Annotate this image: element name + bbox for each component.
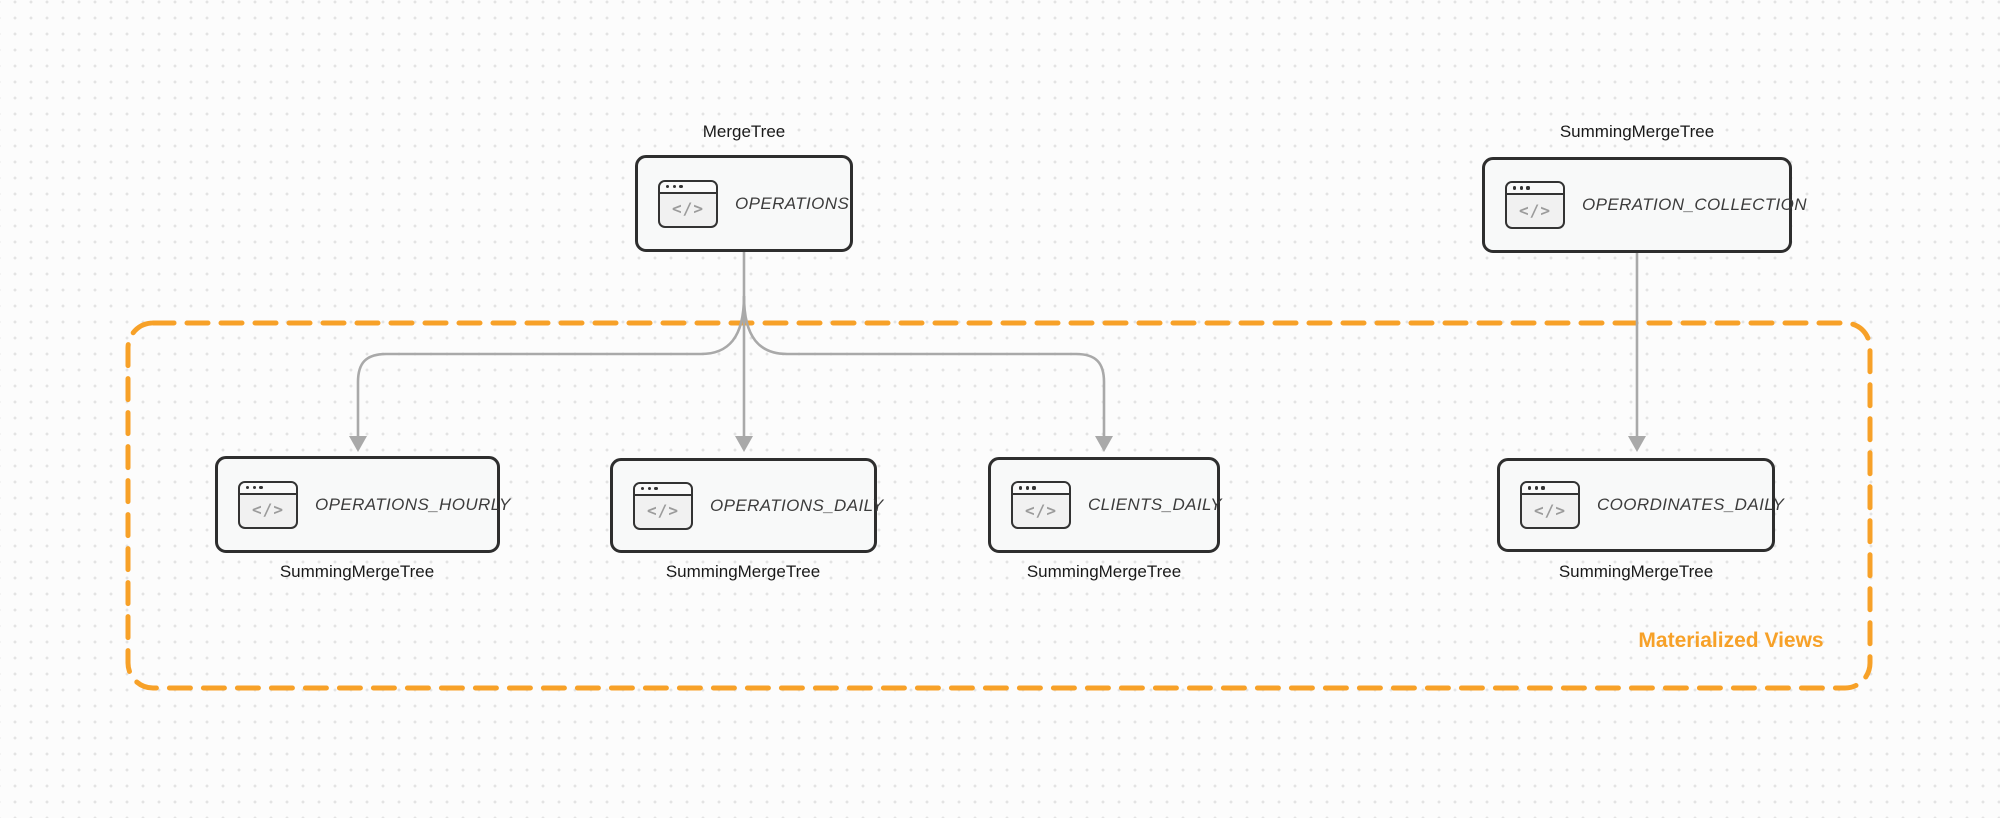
arrowhead-operations-daily (735, 436, 753, 452)
table-name-clients-daily: CLIENTS_DAILY (1088, 495, 1223, 514)
code-window-icon: </> (238, 480, 298, 529)
engine-label-operations: MergeTree (702, 122, 786, 141)
window-dots (1522, 483, 1578, 495)
code-window-icon: </> (1505, 181, 1565, 229)
window-dots (1013, 483, 1069, 495)
arrowhead-coordinates-daily (1628, 436, 1646, 452)
code-glyph: </> (672, 199, 704, 218)
edge-operations-to-clients-daily (742, 295, 1106, 438)
node-operations-daily[interactable]: </> OPERATIONS_DAILY (610, 458, 883, 553)
code-window-icon: </> (1520, 481, 1580, 529)
table-name-operation-collection: OPERATION_COLLECTION (1582, 195, 1807, 214)
code-glyph: </> (1025, 500, 1057, 520)
code-window-icon: </> (633, 481, 693, 530)
code-window-icon: </> (1011, 481, 1071, 529)
materialized-views-label: Materialized Views (1638, 629, 1824, 652)
materialized-views-group-outline (125, 320, 1873, 691)
edge-operations-to-operations-hourly (356, 295, 746, 438)
table-name-coordinates-daily: COORDINATES_DAILY (1597, 495, 1785, 514)
table-name-operations-hourly: OPERATIONS_HOURLY (315, 494, 511, 514)
arrowhead-operations-hourly (349, 436, 367, 452)
code-glyph: </> (252, 500, 284, 519)
code-window-icon: </> (658, 179, 718, 228)
engine-label-clients-daily: SummingMergeTree (1026, 562, 1182, 581)
code-glyph: </> (1534, 500, 1566, 520)
window-dots (1507, 183, 1563, 195)
window-dots (240, 482, 296, 495)
node-coordinates-daily[interactable]: </> COORDINATES_DAILY (1497, 458, 1784, 552)
node-operation-collection[interactable]: </> OPERATION_COLLECTION (1482, 157, 1807, 253)
engine-label-operations-hourly: SummingMergeTree (279, 562, 435, 581)
node-operations[interactable]: </> OPERATIONS (635, 155, 853, 252)
node-operations-hourly[interactable]: </> OPERATIONS_HOURLY (215, 456, 510, 553)
window-dots (660, 181, 716, 194)
arrowhead-clients-daily (1095, 436, 1113, 452)
engine-label-coordinates-daily: SummingMergeTree (1558, 562, 1714, 581)
code-glyph: </> (1519, 200, 1551, 220)
node-clients-daily[interactable]: </> CLIENTS_DAILY (988, 457, 1223, 553)
code-glyph: </> (647, 501, 679, 520)
window-dots (635, 483, 691, 496)
table-name-operations-daily: OPERATIONS_DAILY (710, 495, 884, 515)
engine-label-operations-daily: SummingMergeTree (665, 562, 821, 581)
table-name-operations: OPERATIONS (735, 193, 850, 213)
engine-label-operation-collection: SummingMergeTree (1559, 122, 1715, 141)
